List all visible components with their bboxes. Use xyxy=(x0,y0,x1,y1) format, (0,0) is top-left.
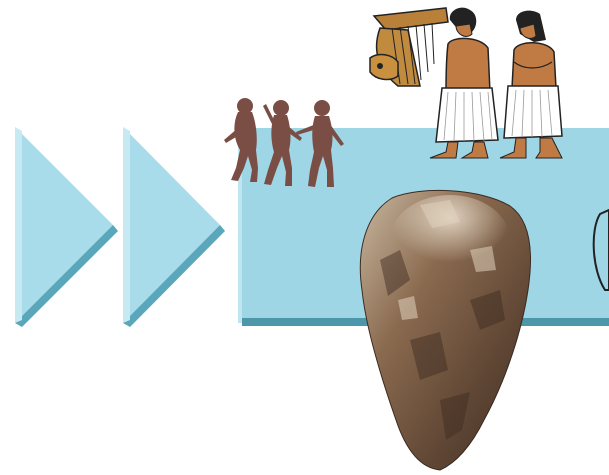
egyptian-standing-figure xyxy=(500,11,562,158)
egyptian-harpist-figure xyxy=(430,8,498,158)
harp-icon xyxy=(370,8,448,86)
chevron-right-icon xyxy=(123,127,225,327)
chevron-right-icon xyxy=(15,127,118,327)
stone-hand-axe-icon xyxy=(360,190,530,470)
